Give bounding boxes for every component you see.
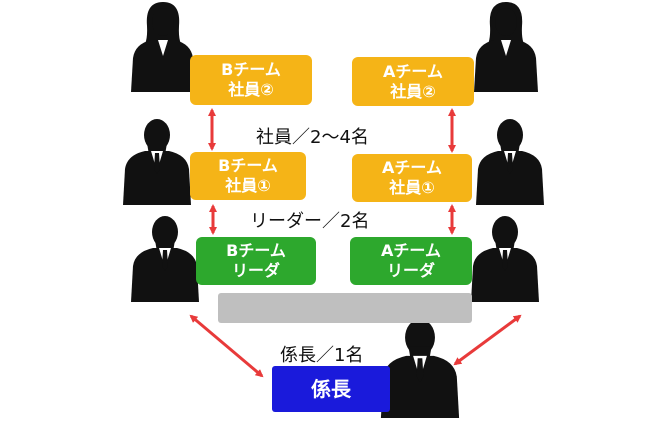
label-chief-count: 係長／1名 — [280, 345, 364, 366]
box-b-team-staff1: Bチーム 社員① — [190, 152, 306, 200]
person-silhouette-icon — [123, 119, 191, 205]
box-line1: Aチーム — [383, 61, 443, 81]
person-silhouette-icon — [474, 2, 538, 92]
box-line2: 社員② — [228, 80, 274, 99]
box-line2: リーダ — [386, 261, 435, 280]
label-staff-count: 社員／2〜4名 — [256, 127, 369, 148]
box-line1: Bチーム — [218, 156, 278, 175]
person-silhouette-icon — [131, 2, 195, 92]
box-line1: Aチーム — [381, 241, 441, 260]
team-divider-bar — [218, 293, 472, 323]
box-a-team-leader: Aチーム リーダ — [350, 237, 472, 285]
box-line1: Bチーム — [226, 241, 286, 260]
box-line1: Bチーム — [221, 60, 281, 79]
box-b-team-staff2: Bチーム 社員② — [190, 55, 312, 105]
double-arrow-icon — [453, 314, 522, 366]
box-a-team-staff1: Aチーム 社員① — [352, 154, 472, 202]
box-line2: 社員② — [390, 81, 436, 101]
person-silhouette-icon — [380, 319, 460, 418]
box-line1: Aチーム — [382, 158, 442, 177]
box-a-team-staff2: Aチーム 社員② — [352, 57, 474, 106]
label-leader-count: リーダー／2名 — [250, 211, 370, 232]
box-b-team-leader: Bチーム リーダ — [196, 237, 316, 285]
box-line2: 社員① — [389, 178, 435, 197]
box-line2: リーダ — [231, 261, 280, 280]
box-chief: 係長 — [272, 366, 390, 412]
person-silhouette-icon — [131, 216, 199, 302]
person-silhouette-icon — [471, 216, 539, 302]
box-line2: 社員① — [225, 176, 271, 195]
double-arrow-icon — [189, 314, 264, 378]
person-silhouette-icon — [476, 119, 544, 205]
box-line1: 係長 — [311, 377, 351, 401]
